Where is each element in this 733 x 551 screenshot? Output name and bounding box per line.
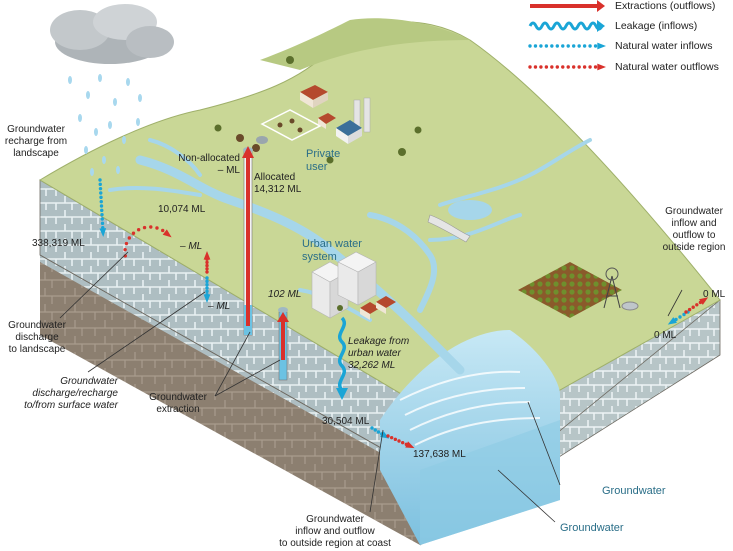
label-groundwater-extraction: Groundwater extraction [149,392,207,415]
value-region-inflow: 0 ML [654,330,677,341]
label-leakage-urban: Leakage from urban water 32,262 ML [348,336,410,371]
legend-extraction-arrowhead [597,0,605,12]
label-discharge-landscape: Groundwater discharge to landscape [8,320,66,355]
discharge-arrow [123,225,172,258]
value-coast-inflow: 30,504 ML [322,416,370,427]
sea-cut [380,330,560,545]
trees [214,56,422,164]
legend [528,0,606,71]
region-outflow-arrow [684,297,709,314]
region-inflow-arrow [667,310,690,325]
rain-cloud [50,4,174,176]
surface-discharge-arrow [203,251,211,274]
legend-label-natural-inflows: Natural water inflows [615,40,713,52]
value-coast-outflow: 137,638 ML [413,449,466,460]
leader-lines [59,251,683,523]
natural-flow-arrows [98,178,709,449]
label-non-allocated: Non-allocated – ML [178,153,240,176]
legend-outflow-glyph [528,63,606,71]
label-allocated: Allocated 14,312 ML [254,172,302,195]
recharge-arrow [98,178,107,237]
legend-extraction-glyph [530,4,597,8]
legend-label-natural-outflows: Natural water outflows [615,61,719,73]
windmill [603,267,639,311]
label-inflow-outflow-coast: Groundwater inflow and outflow to outsid… [279,514,391,549]
river-system [108,138,592,375]
dam [427,200,492,243]
value-region-outflow: 0 ML [703,289,726,300]
label-groundwater-right: Groundwater [602,485,666,497]
value-surface-water-top: – ML [180,241,203,252]
value-urban-extraction: 102 ML [268,289,302,300]
legend-inflow-glyph [528,42,606,50]
value-surface-water-bottom: – ML [208,301,231,312]
value-recharge: 338,319 ML [32,238,85,249]
leakage-arrow [336,316,348,400]
urban-buildings [311,251,396,320]
crop-field [518,262,622,318]
legend-leakage-arrowhead [597,20,605,32]
label-groundwater-front: Groundwater [560,522,624,534]
value-discharge: 10,074 ML [158,204,206,215]
label-discharge-surface-water: Groundwater discharge/recharge to/from s… [24,376,118,411]
label-urban-water-system: Urban water system [302,238,362,263]
label-recharge-landscape: Groundwater recharge from landscape [4,124,68,159]
coast-outflow-arrow [386,434,415,449]
legend-label-extractions: Extractions (outflows) [615,0,716,12]
label-private-user: Private user [306,148,341,173]
land-surface [39,18,721,421]
label-inflow-outflow-region: Groundwater inflow and outflow to outsid… [662,206,726,253]
surface-recharge-arrow [203,276,211,303]
farm-buildings [236,85,371,152]
legend-label-leakage: Leakage (inflows) [615,20,698,32]
legend-leakage-glyph [528,21,604,31]
extraction-arrows [242,146,289,360]
